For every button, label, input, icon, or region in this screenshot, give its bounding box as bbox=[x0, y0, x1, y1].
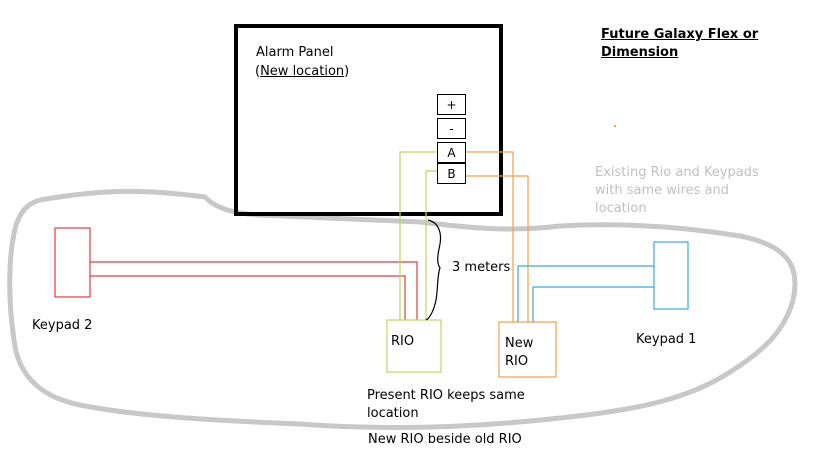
distance-label: 3 meters bbox=[452, 260, 511, 275]
existing-note-line-2: with same wires and bbox=[595, 183, 729, 198]
rio-box bbox=[386, 319, 442, 373]
red-wire-lower bbox=[90, 275, 406, 320]
existing-note-line-1: Existing Rio and Keypads bbox=[595, 165, 759, 180]
new-rio-line-2: RIO bbox=[505, 354, 529, 369]
distance-brace bbox=[425, 219, 442, 321]
alarm-panel-box bbox=[234, 24, 503, 216]
location-close-paren: ) bbox=[344, 64, 350, 79]
keypad-2-label: Keypad 2 bbox=[32, 318, 93, 333]
rio-label: RIO bbox=[391, 334, 415, 349]
location-open-paren: ( bbox=[255, 64, 261, 79]
present-note-line-2: location bbox=[367, 406, 419, 421]
new-beside-note: New RIO beside old RIO bbox=[368, 432, 522, 447]
green-wire-b bbox=[425, 170, 437, 320]
new-rio-line-1: New bbox=[505, 336, 534, 351]
location-text: New location bbox=[260, 64, 345, 79]
terminal-plus: + bbox=[437, 94, 466, 115]
terminal-b: B bbox=[437, 163, 466, 184]
alarm-panel-label: Alarm Panel bbox=[256, 45, 334, 60]
keypad-1-box bbox=[653, 241, 689, 310]
terminal-a: A bbox=[437, 142, 466, 163]
new-rio-box bbox=[498, 321, 557, 378]
present-note-line-1: Present RIO keeps same bbox=[367, 388, 525, 403]
existing-note-line-3: location bbox=[595, 201, 647, 216]
alarm-panel-location: (New location) bbox=[255, 63, 349, 80]
blue-wire-upper bbox=[517, 265, 654, 322]
title-line-1: Future Galaxy Flex or bbox=[601, 27, 759, 42]
red-wire-upper bbox=[90, 261, 418, 320]
keypad-2-box bbox=[54, 227, 91, 298]
blue-wire-lower bbox=[532, 286, 654, 322]
title-line-2: Dimension bbox=[601, 45, 679, 60]
orange-wire-a bbox=[466, 151, 514, 322]
terminal-minus: - bbox=[437, 118, 466, 139]
green-wire-a bbox=[399, 151, 437, 320]
orange-wire-b bbox=[466, 175, 529, 322]
stray-dot bbox=[614, 125, 616, 127]
keypad-1-label: Keypad 1 bbox=[636, 332, 697, 347]
